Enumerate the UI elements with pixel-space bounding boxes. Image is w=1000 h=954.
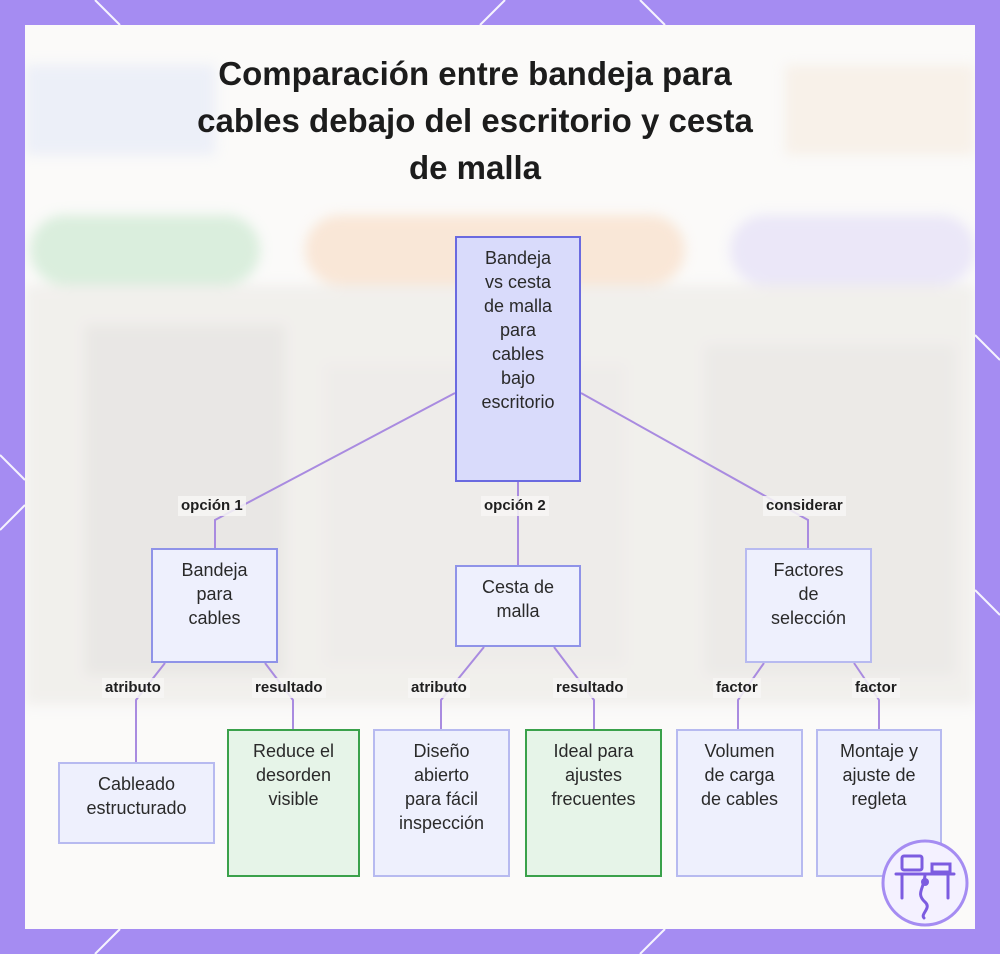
link-root-factores	[581, 393, 808, 548]
node-diseno: Diseño abierto para fácil inspección	[373, 729, 510, 877]
edge-label-resultado-2: resultado	[553, 678, 627, 698]
node-volumen: Volumen de carga de cables	[676, 729, 803, 877]
edge-label-factor-1: factor	[713, 678, 761, 698]
edge-label-atributo-1: atributo	[102, 678, 164, 698]
edge-label-atributo-2: atributo	[408, 678, 470, 698]
node-factores: Factores de selección	[745, 548, 872, 663]
edge-label-considerar: considerar	[763, 496, 846, 516]
node-reduce: Reduce el desorden visible	[227, 729, 360, 877]
node-cableado: Cableado estructurado	[58, 762, 215, 844]
node-bandeja: Bandeja para cables	[151, 548, 278, 663]
node-ideal: Ideal para ajustes frecuentes	[525, 729, 662, 877]
edge-label-opcion2: opción 2	[481, 496, 549, 516]
edge-label-factor-2: factor	[852, 678, 900, 698]
node-root: Bandeja vs cesta de malla para cables ba…	[455, 236, 581, 482]
desk-cable-logo-icon	[880, 838, 970, 928]
edge-label-opcion1: opción 1	[178, 496, 246, 516]
link-root-bandeja	[215, 393, 455, 548]
edge-label-resultado-1: resultado	[252, 678, 326, 698]
node-cesta: Cesta de malla	[455, 565, 581, 647]
